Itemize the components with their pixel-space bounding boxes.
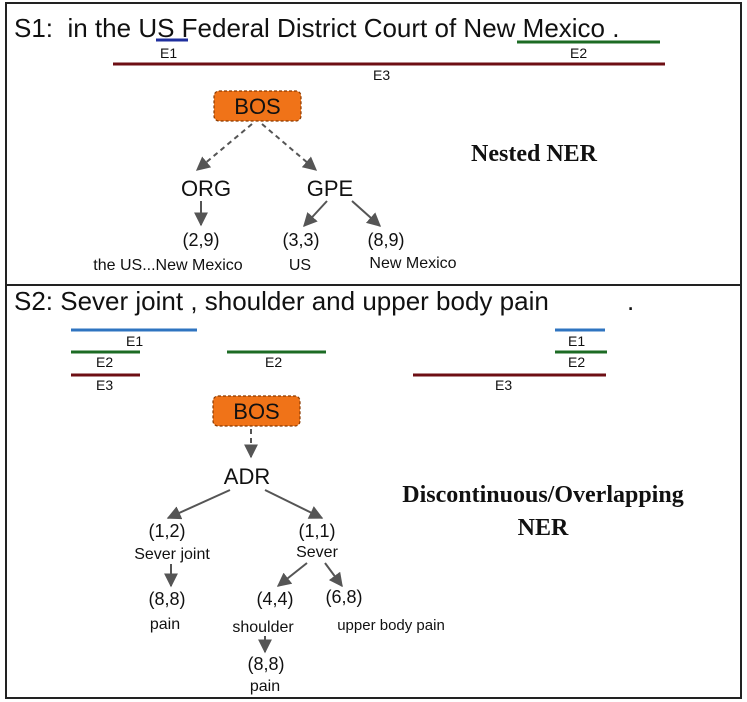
p1-e2-label: E2: [570, 45, 587, 61]
p2-n11-text: Sever: [296, 544, 338, 561]
p2-caption-line1: Discontinuous/Overlapping: [402, 482, 683, 508]
p2-n68-span: (6,8): [325, 587, 362, 607]
s1-new-mexico: New Mexico: [463, 13, 605, 43]
p2-left-e2-label: E2: [96, 354, 113, 370]
p1-arrow-gpe-child2: [351, 200, 382, 227]
p2-n12-text: Sever joint: [134, 546, 210, 563]
s1-suffix: .: [605, 13, 619, 43]
p2-arrow-adr-n11: [264, 489, 324, 519]
p2-adr-node: ADR: [224, 464, 270, 489]
p2-left-e1-label: E1: [126, 333, 143, 349]
p2-arrow-n11-n68: [324, 562, 343, 588]
p1-org-node: ORG: [181, 176, 231, 201]
p2-n68-text: upper body pain: [337, 617, 445, 634]
p2-caption-line2: NER: [518, 515, 569, 541]
p2-n88b-text: pain: [250, 678, 280, 695]
p1-bos-box: [213, 90, 302, 122]
p1-gpe-child2-span: (8,9): [367, 230, 404, 250]
s1-sentence: S1: in the US Federal District Court of …: [14, 13, 619, 43]
p1-e1-label: E1: [160, 45, 177, 61]
panel-2-frame: [5, 284, 742, 699]
p2-n44-text: shoulder: [232, 619, 294, 636]
p1-org-child-text: the US...New Mexico: [93, 257, 242, 274]
p2-arrow-n11-n44: [276, 562, 308, 587]
p1-caption: Nested NER: [471, 141, 598, 167]
p1-org-child-span: (2,9): [182, 230, 219, 250]
p2-n12-span: (1,2): [148, 521, 185, 541]
p1-gpe-child1-span: (3,3): [282, 230, 319, 250]
s1-us: US: [138, 13, 174, 43]
p2-arrow-adr-n12: [166, 489, 231, 520]
p1-gpe-node: GPE: [307, 176, 353, 201]
p2-n11-span: (1,1): [298, 521, 335, 541]
p2-n44-span: (4,4): [256, 589, 293, 609]
p2-right-e2-label: E2: [568, 354, 585, 370]
p1-e3-label: E3: [373, 67, 390, 83]
p2-left-e3-label: E3: [96, 377, 113, 393]
p1-arrow-bos-gpe: [261, 123, 318, 171]
s1-middle: Federal District Court of: [174, 13, 463, 43]
p2-n88a-text: pain: [150, 616, 180, 633]
s1-prefix: S1: in the: [14, 13, 138, 43]
s2-sentence: S2: Sever joint , shoulder and upper bod…: [14, 286, 549, 316]
p2-n88a-span: (8,8): [148, 589, 185, 609]
p2-n88b-span: (8,8): [247, 654, 284, 674]
p2-right-e1-label: E1: [568, 333, 585, 349]
p1-gpe-child2-text: New Mexico: [369, 255, 456, 272]
s2-period: .: [627, 286, 634, 316]
p1-gpe-child1-text: US: [289, 257, 311, 274]
p2-bos-box: [212, 395, 301, 427]
p1-arrow-bos-org: [195, 123, 253, 171]
p2-bos-label: BOS: [233, 399, 279, 424]
p1-arrow-gpe-child1: [303, 200, 328, 228]
p2-right-e3-label: E3: [495, 377, 512, 393]
p1-bos-label: BOS: [234, 94, 280, 119]
p2-mid-e2-label: E2: [265, 354, 282, 370]
